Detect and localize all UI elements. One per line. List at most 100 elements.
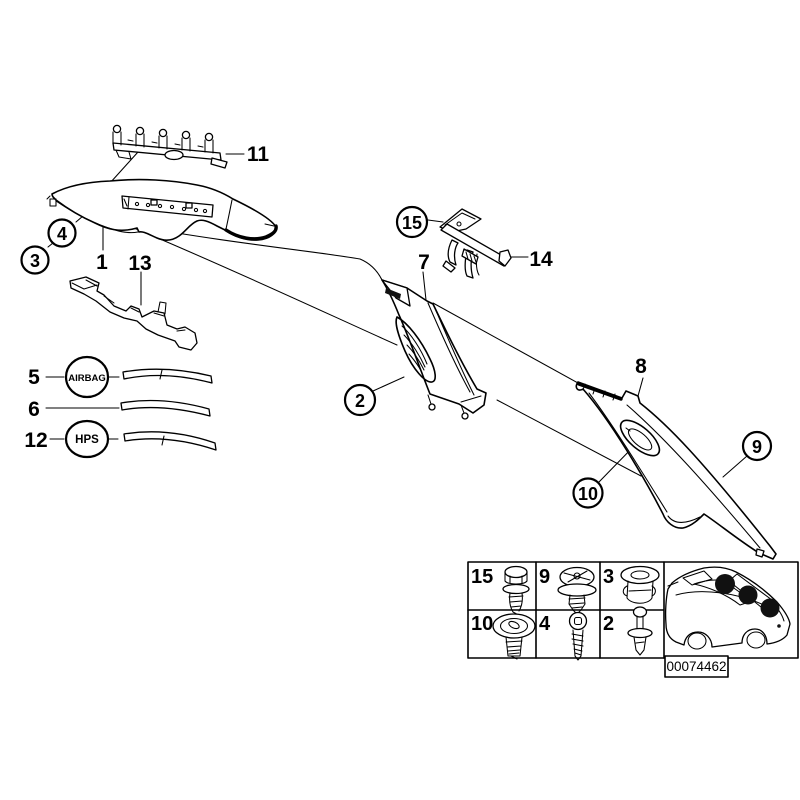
tip-clip <box>46 195 57 207</box>
c-pillar-foot <box>755 548 765 558</box>
c-pillar-inner-right <box>626 404 761 549</box>
car-body-outline <box>664 566 791 648</box>
callout-10-circle <box>572 477 604 509</box>
callout-15: 15 <box>395 205 429 239</box>
b-pillar-trim-part-7 <box>381 279 487 420</box>
callout-2-label: 2 <box>355 391 365 411</box>
trim-inner-edge <box>55 200 139 234</box>
pin-rivet-icon <box>627 606 653 656</box>
hps-badge: HPS <box>64 419 110 459</box>
car-headlight-dot <box>777 624 781 628</box>
bracket-part-14 <box>439 208 512 279</box>
a-pillar-trim-part-1 <box>46 178 278 241</box>
legend-num-15: 15 <box>471 566 493 588</box>
windshield-flap-edge <box>224 224 278 241</box>
leader-callout2 <box>372 376 405 392</box>
callout-2-circle <box>343 383 377 417</box>
callout-3-circle <box>20 245 50 275</box>
callout-9-circle <box>741 430 773 462</box>
strip-part-6 <box>120 399 211 417</box>
callout-5-label: 5 <box>28 366 40 389</box>
callout-1-label: 1 <box>96 251 108 274</box>
airbag-badge-label: AIRBAG <box>68 373 105 384</box>
rail-hook <box>115 149 132 160</box>
callout-15-circle <box>395 205 429 239</box>
trim-strips <box>120 368 217 451</box>
callout-2: 2 <box>343 383 377 417</box>
hps-badge-label: HPS <box>75 434 99 446</box>
strip-5-joint <box>159 369 163 380</box>
rail-foot <box>210 157 228 169</box>
callout-10-label: 10 <box>578 484 598 504</box>
leader-callout8 <box>637 377 644 397</box>
c-pillar-inner-notch <box>667 515 701 524</box>
hps-badge-ellipse <box>64 419 110 459</box>
callout-14-label: 14 <box>529 248 553 271</box>
leader-callout7 <box>422 271 427 301</box>
bracket-14-foot <box>442 260 456 273</box>
rail-link <box>164 149 184 161</box>
car-front-wheel <box>746 631 766 649</box>
callout-11-label: 11 <box>247 143 270 166</box>
drawing-number-border <box>664 655 729 678</box>
legend-num-3: 3 <box>603 566 614 588</box>
leader-callout15 <box>427 219 444 223</box>
strip-holes <box>134 199 208 214</box>
legend-grid-lines <box>467 561 665 659</box>
car-location-inset <box>664 566 791 650</box>
flap-mark <box>264 223 275 227</box>
c-pillar-inner-left <box>588 392 668 513</box>
legend-num-10: 10 <box>471 613 493 635</box>
callout-13-label: 13 <box>128 252 151 275</box>
legend-num-4: 4 <box>539 613 551 635</box>
bracket-13-detail <box>71 279 186 332</box>
callout-3-label: 3 <box>30 251 40 271</box>
strip-12-joint <box>161 435 165 446</box>
legend-num-9: 9 <box>539 566 550 588</box>
b-pillar-feet-stems <box>427 394 482 414</box>
callout-4-label: 4 <box>57 224 67 244</box>
c-pillar-trim-part-9 <box>575 381 777 560</box>
mounting-rail-part-11 <box>112 124 228 169</box>
bracket-14-hook <box>498 249 512 267</box>
leader-lines <box>45 151 748 484</box>
bracket-14-rib-lines <box>465 251 477 263</box>
speaker-grille-slats <box>401 325 428 374</box>
bracket-14-leg <box>447 239 459 266</box>
metal-insert-strip <box>121 195 214 218</box>
drawing-number-box: 00074462 <box>664 655 729 678</box>
legend-num-2: 2 <box>603 613 614 635</box>
leader-rail-to-trim <box>109 151 139 184</box>
callout-6-label: 6 <box>28 398 40 421</box>
handle-notch <box>625 427 631 432</box>
callout-12-label: 12 <box>24 429 47 452</box>
pillar-location-dot-c <box>760 598 780 618</box>
callout-10: 10 <box>572 477 604 509</box>
callout-7-label: 7 <box>418 251 430 274</box>
fastener-legend-table: 15 9 3 10 4 2 <box>467 561 799 678</box>
car-rear-wheel <box>687 632 707 650</box>
expanding-clip-icon <box>557 566 597 615</box>
roofline-sketch-lower <box>133 227 398 346</box>
callout-9: 9 <box>741 430 773 462</box>
leader-callout9 <box>722 455 748 478</box>
strip-end-cap <box>123 196 130 210</box>
bracket-13-outline <box>69 276 198 351</box>
b-pillar-foot-clip <box>428 403 436 411</box>
car-rear-window <box>682 570 713 586</box>
airbag-badge-ellipse <box>64 355 110 399</box>
hex-screw-icon <box>502 565 530 618</box>
callout-4: 4 <box>47 218 77 248</box>
roofline-sketch-b-to-c <box>432 302 579 384</box>
callout-8-label: 8 <box>635 355 647 378</box>
rail-clips <box>112 124 214 154</box>
callout-4-circle <box>47 218 77 248</box>
b-pillar-trim-outline <box>381 279 487 414</box>
callout-numbers: 11 1 13 5 6 12 7 14 8 <box>24 143 647 452</box>
bracket-part-13 <box>69 276 198 351</box>
tapping-screw-icon <box>568 611 588 661</box>
c-pillar-trim-outline <box>575 381 777 560</box>
airbag-badge: AIRBAG <box>64 355 110 399</box>
